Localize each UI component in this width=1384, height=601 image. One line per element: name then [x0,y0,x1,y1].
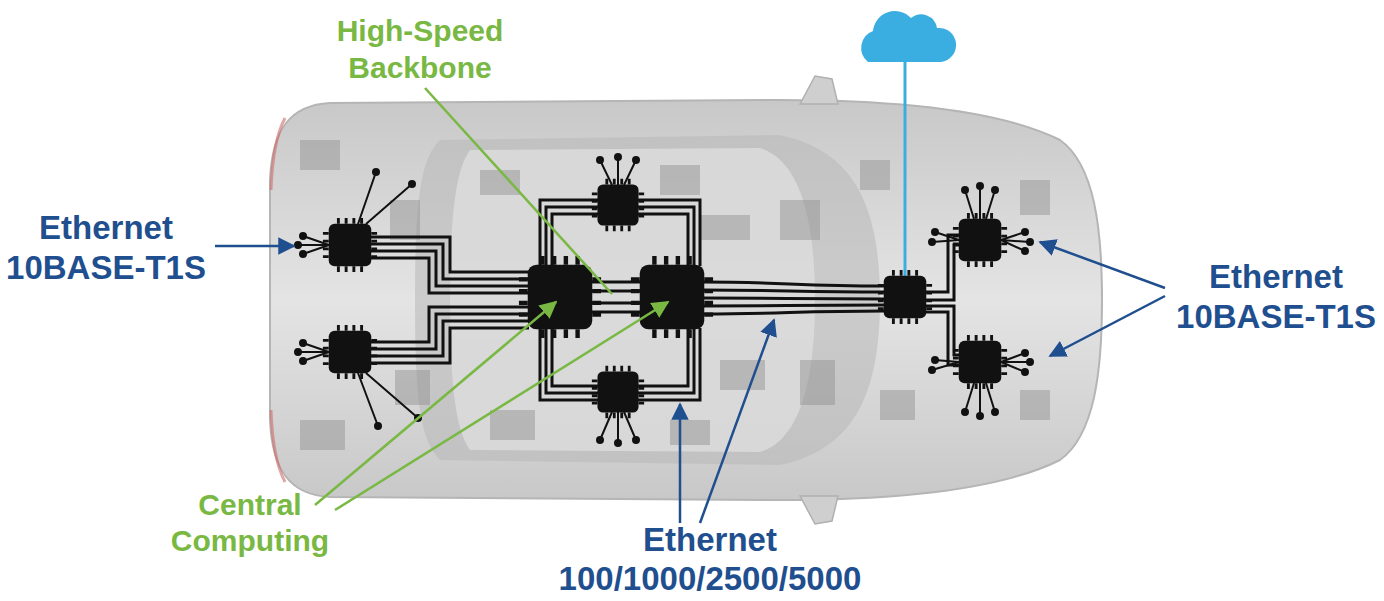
leader-arrow [700,320,774,523]
sensor-fanout [298,157,1030,443]
component-block [860,160,890,190]
wire-bus [638,328,700,400]
component-block [300,420,345,450]
wire-bus [371,307,529,363]
callout-label: High-Speed Backbone [320,12,520,86]
central-chip [631,256,713,338]
component-block [660,165,700,195]
leader-arrow [335,302,668,510]
component-block [390,200,420,240]
callout-label: Ethernet 10BASE-T1S [1168,257,1384,337]
car-roof [450,148,815,452]
zone-chip [592,366,644,418]
leader-arrow [679,404,682,523]
component-block [880,390,915,420]
car-body [270,100,1102,500]
callout-label: Central Computing [150,487,350,559]
callout-label: Ethernet 10BASE-T1S [0,208,212,288]
component-block [700,215,750,240]
sensor-dots [298,157,1030,443]
tail-light [271,410,285,482]
leader-line [425,88,612,294]
side-mirror [800,496,838,524]
component-block [1020,180,1050,215]
wire-bus [703,282,884,314]
callout-label: Ethernet 100/1000/2500/5000 [540,520,880,598]
leader-arrow [1040,242,1165,288]
component-block [300,140,340,170]
leader-arrow [1050,296,1165,356]
component-block [480,170,520,195]
component-block [780,200,820,240]
leader-arrow [215,245,294,248]
tail-light [271,118,285,190]
zone-chip [592,179,644,231]
component-block [800,360,835,405]
backbone-wire [591,282,641,312]
zone-chip [323,218,377,272]
cloud-link [904,60,907,282]
leader-arrow [315,302,556,505]
component-block [395,370,430,405]
component-block [670,420,710,445]
gateway-chip [878,270,932,324]
wire-bus [540,200,598,266]
component-block [1020,390,1050,420]
wire-bus [371,237,529,293]
zone-chip [953,335,1007,389]
cloud-icon [861,11,956,62]
zone-chip [323,325,377,379]
side-mirror [800,76,838,104]
zone-chip [953,213,1007,267]
component-block [490,410,535,440]
wire-bus [371,200,959,400]
